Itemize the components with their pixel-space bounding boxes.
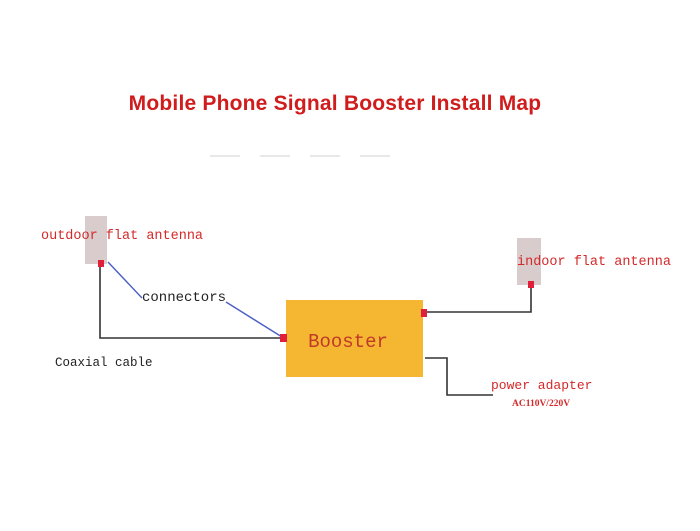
outdoor-antenna-label: outdoor flat antenna xyxy=(41,229,203,244)
power-voltage-label: AC110V/220V xyxy=(512,399,570,409)
power-cable xyxy=(425,357,493,396)
booster-label: Booster xyxy=(308,331,388,353)
outdoor-antenna-connector xyxy=(98,260,104,267)
indoor-antenna-label: indoor flat antenna xyxy=(517,255,671,270)
diagram-title: Mobile Phone Signal Booster Install Map xyxy=(128,92,542,115)
coaxial-cable-outdoor xyxy=(99,267,282,339)
power-adapter-label: power adapter xyxy=(491,378,592,393)
outdoor-antenna-panel xyxy=(85,216,107,264)
connector-pointer-line-booster xyxy=(225,301,283,338)
coaxial-cable-indoor xyxy=(425,288,532,313)
coaxial-cable-label: Coaxial cable xyxy=(55,356,153,370)
indoor-antenna-connector xyxy=(528,281,534,288)
booster-unit xyxy=(286,300,423,377)
booster-output-connector xyxy=(421,309,427,317)
booster-input-connector xyxy=(280,334,287,342)
indoor-antenna-panel xyxy=(517,238,541,285)
connectors-label: connectors xyxy=(142,290,226,306)
connector-pointer-line-outdoor xyxy=(107,261,143,299)
